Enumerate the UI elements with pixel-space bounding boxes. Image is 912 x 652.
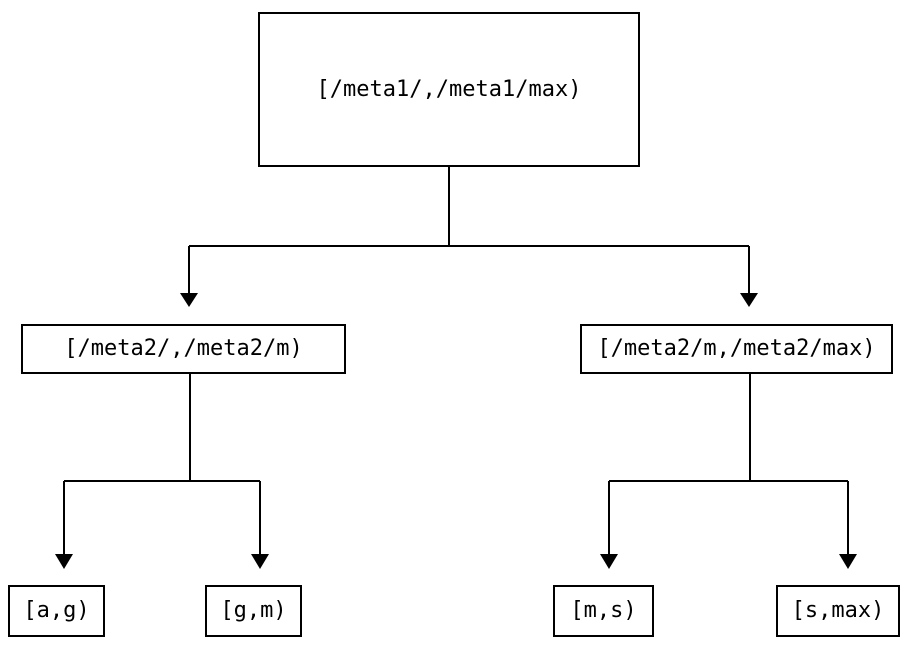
node-leaf-a-g-label: [a,g): [23, 598, 90, 623]
arrowhead-to-leaf4: [839, 554, 857, 569]
arrowhead-to-mid-left: [180, 293, 198, 307]
node-mid-left-label: [/meta2/,/meta2/m): [64, 336, 303, 361]
arrowhead-to-leaf1: [55, 554, 73, 569]
node-leaf-g-m-label: [g,m): [220, 598, 287, 623]
arrowhead-to-leaf3: [600, 554, 618, 569]
arrowhead-to-mid-right: [740, 293, 758, 307]
node-root-label: [/meta1/,/meta1/max): [316, 76, 582, 102]
node-leaf-m-s: [m,s): [553, 585, 654, 637]
node-leaf-a-g: [a,g): [8, 585, 105, 637]
node-root: [/meta1/,/meta1/max): [258, 12, 640, 167]
node-mid-right: [/meta2/m,/meta2/max): [580, 324, 893, 374]
node-leaf-g-m: [g,m): [205, 585, 302, 637]
node-mid-right-label: [/meta2/m,/meta2/max): [597, 336, 876, 361]
node-leaf-m-s-label: [m,s): [570, 598, 637, 623]
node-leaf-s-max: [s,max): [776, 585, 900, 637]
node-leaf-s-max-label: [s,max): [791, 598, 885, 623]
arrowhead-to-leaf2: [251, 554, 269, 569]
node-mid-left: [/meta2/,/meta2/m): [21, 324, 346, 374]
